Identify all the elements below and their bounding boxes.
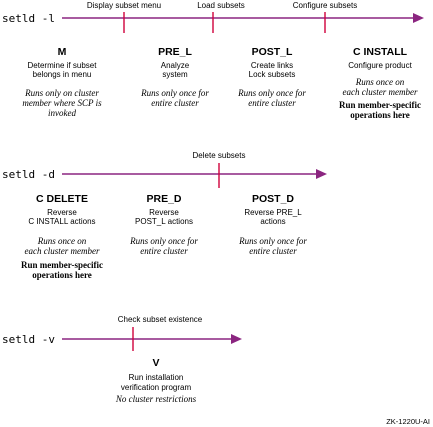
phase-scope: No cluster restrictions [115,394,197,404]
phase-extra: operations here [350,110,410,120]
phase-scope: entire cluster [249,246,297,256]
phase-desc: belongs in menu [33,70,92,79]
phase-title: POST_D [252,193,294,205]
phase-desc: C INSTALL actions [28,217,95,226]
phase-scope: invoked [48,108,76,118]
phase-scope: Runs once on [37,236,87,246]
phase-scope: Runs only once for [238,236,307,246]
figure-reference: ZK-1220U-AI [386,417,430,426]
command-label: setld -d [2,168,55,181]
marker-label: Check subset existence [118,315,203,324]
phase-c-install: C INSTALL Configure product Runs once on… [339,46,421,120]
timeline-setld-d: setld -d Delete subsets C DELETE Reverse… [2,151,327,280]
marker-label: Configure subsets [293,1,357,10]
phase-desc: actions [260,217,285,226]
command-label: setld -v [2,333,55,346]
phase-pre-d: PRE_D Reverse POST_L actions Runs only o… [129,193,198,256]
phase-extra: Run member-specific [21,260,103,270]
phase-desc: Reverse [149,208,179,217]
phase-scope: Runs only once for [237,88,306,98]
phase-desc: verification program [121,383,192,392]
phase-title: PRE_L [158,46,192,58]
phase-title: C DELETE [36,193,88,205]
arrowhead [231,334,242,344]
marker-label: Display subset menu [87,1,161,10]
phase-scope: entire cluster [151,98,199,108]
phase-v: V Run installation verification program … [115,357,197,404]
marker-label: Load subsets [197,1,245,10]
phase-extra: operations here [32,270,92,280]
arrowhead [316,169,327,179]
phase-extra: Run member-specific [339,100,421,110]
phase-scope: Runs only once for [140,88,209,98]
phase-pre-l: PRE_L Analyze system Runs only once for … [140,46,209,108]
phase-desc: system [162,70,188,79]
phase-scope: each cluster member [25,246,100,256]
phase-desc: Configure product [348,61,412,70]
timeline-setld-l: setld -l Display subset menu Load subset… [2,1,424,120]
phase-scope: each cluster member [343,87,418,97]
phase-title: POST_L [252,46,293,58]
phase-desc: Reverse PRE_L [244,208,302,217]
phase-scope: entire cluster [140,246,188,256]
phase-desc: Lock subsets [249,70,296,79]
phase-post-d: POST_D Reverse PRE_L actions Runs only o… [238,193,307,256]
command-label: setld -l [2,12,55,25]
phase-title: C INSTALL [353,46,408,58]
phase-title: PRE_D [146,193,181,205]
phase-scope: member where SCP is [22,98,102,108]
phase-m: M Determine if subset belongs in menu Ru… [22,46,102,118]
phase-post-l: POST_L Create links Lock subsets Runs on… [237,46,306,108]
phase-scope: Runs once on [355,77,405,87]
phase-scope: Runs only on cluster [24,88,99,98]
phase-desc: Reverse [47,208,77,217]
phase-desc: Run installation [129,373,184,382]
phase-desc: Create links [251,61,293,70]
marker-label: Delete subsets [193,151,246,160]
phase-desc: POST_L actions [135,217,193,226]
phase-desc: Determine if subset [28,61,98,70]
phase-c-delete: C DELETE Reverse C INSTALL actions Runs … [21,193,103,280]
phase-scope: entire cluster [248,98,296,108]
phase-scope: Runs only once for [129,236,198,246]
phase-desc: Analyze [161,61,190,70]
timeline-setld-v: setld -v Check subset existence V Run in… [2,315,242,404]
phase-title: M [58,46,67,58]
phase-title: V [152,357,159,369]
arrowhead [413,13,424,23]
